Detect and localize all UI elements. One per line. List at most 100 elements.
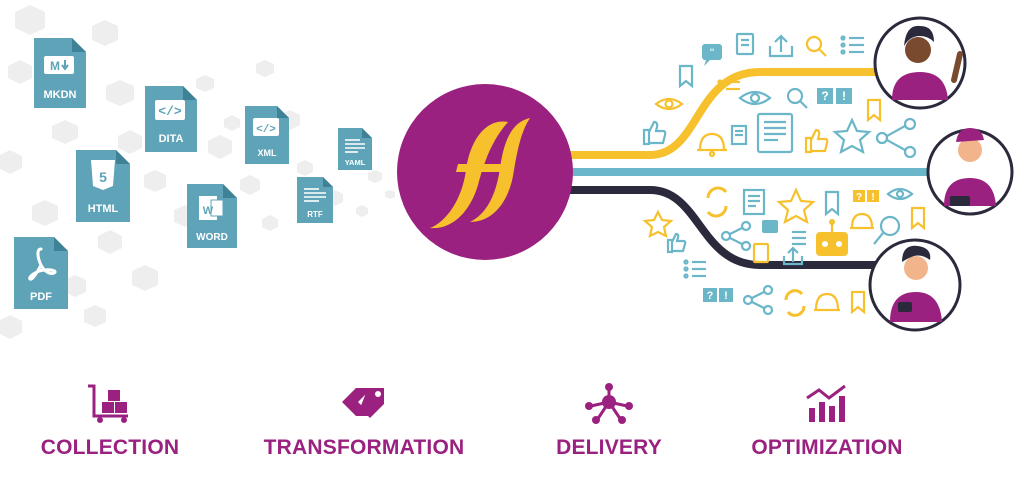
file-xml: </> XML xyxy=(245,106,289,164)
step-transformation: TRANSFORMATION xyxy=(234,378,494,460)
step-label: COLLECTION xyxy=(40,436,180,459)
file-yaml: YAML xyxy=(338,128,372,170)
svg-text:": " xyxy=(710,46,714,60)
faq-icon: ?! xyxy=(817,88,852,104)
share-upload-icon xyxy=(782,246,804,266)
flow-lines xyxy=(560,68,930,269)
user-avatar-woman xyxy=(873,16,967,110)
faq-icon: ?! xyxy=(703,288,733,302)
file-label: WORD xyxy=(196,232,228,243)
word-icon: W xyxy=(199,196,224,220)
star-icon xyxy=(776,187,816,225)
fluid-topics-logo-icon xyxy=(430,118,530,229)
share-icon xyxy=(720,220,752,252)
pdf-icon xyxy=(28,247,57,281)
list-icon xyxy=(840,35,864,55)
file-dita: </> DITA xyxy=(145,86,197,152)
svg-text:M: M xyxy=(50,59,60,73)
file-label: MKDN xyxy=(44,89,77,101)
hub xyxy=(397,84,573,260)
quote-bubble-icon: " xyxy=(702,44,722,66)
list-icon xyxy=(717,79,740,92)
refresh-icon xyxy=(784,289,806,317)
svg-text:!: ! xyxy=(842,89,846,103)
bookmark-icon xyxy=(678,64,694,89)
file-rtf: RTF xyxy=(297,177,333,223)
list-icon xyxy=(683,259,706,279)
svg-text:?: ? xyxy=(707,290,714,302)
svg-text:!: ! xyxy=(871,192,874,203)
svg-text:!: ! xyxy=(724,290,728,302)
share-icon xyxy=(875,117,917,159)
file-label: PDF xyxy=(30,291,52,303)
bookmark-icon xyxy=(910,206,926,231)
file-word: W WORD xyxy=(187,184,237,248)
svg-text:?: ? xyxy=(856,192,862,203)
search-icon xyxy=(786,87,808,109)
markdown-icon: M xyxy=(44,56,74,74)
step-label: DELIVERY xyxy=(556,436,662,459)
file-label: RTF xyxy=(307,210,323,219)
thumbs-up-icon xyxy=(642,120,667,146)
search-icon xyxy=(805,35,827,57)
file-pdf: PDF xyxy=(14,237,68,309)
user-avatar-worker xyxy=(926,128,1014,216)
eye-icon xyxy=(738,90,772,106)
file-label: XML xyxy=(258,148,278,158)
code-icon: </> xyxy=(253,118,279,136)
search-icon xyxy=(873,215,901,245)
network-icon xyxy=(479,378,739,424)
faq-icon: ?! xyxy=(853,190,879,203)
share-upload-icon xyxy=(768,34,794,58)
book-icon xyxy=(752,242,770,264)
svg-text:W: W xyxy=(203,205,214,217)
file-label: HTML xyxy=(88,203,119,215)
cart-boxes-icon xyxy=(0,378,240,424)
flow-line-navy xyxy=(560,186,880,269)
text-lines-icon xyxy=(345,139,365,153)
step-label: TRANSFORMATION xyxy=(263,436,465,459)
bar-chart-icon xyxy=(697,378,957,424)
code-icon: </> xyxy=(155,100,185,120)
quote-bubble-icon xyxy=(762,220,778,233)
step-optimization: OPTIMIZATION xyxy=(697,378,957,460)
notes-icon xyxy=(756,112,794,154)
html5-icon: 5 xyxy=(91,160,115,190)
refresh-icon xyxy=(706,186,728,218)
svg-text:?: ? xyxy=(821,89,828,103)
text-lines-icon xyxy=(304,188,326,202)
share-icon xyxy=(742,284,774,316)
bell-icon xyxy=(814,292,840,312)
thumbs-up-icon xyxy=(666,232,687,254)
bookmark-icon xyxy=(824,190,840,217)
eye-icon xyxy=(886,187,914,201)
user-avatar-man xyxy=(868,238,962,332)
content-icons: " ?! ?! ?! xyxy=(642,32,926,317)
bookmark-icon xyxy=(850,290,866,315)
star-icon xyxy=(642,209,674,239)
svg-text:</>: </> xyxy=(158,104,182,119)
bookmark-icon xyxy=(866,98,882,123)
svg-text:5: 5 xyxy=(99,169,107,185)
file-label: YAML xyxy=(345,158,366,167)
source-files: M MKDN </> DITA </> XML xyxy=(14,38,372,309)
file-mkdn: M MKDN xyxy=(34,38,86,108)
book-icon xyxy=(735,32,755,56)
flow-line-yellow xyxy=(560,68,880,159)
eye-icon xyxy=(654,97,684,111)
document-icon xyxy=(742,188,766,216)
thumbs-up-icon xyxy=(804,128,829,154)
step-label: OPTIMIZATION xyxy=(751,436,903,459)
svg-text:</>: </> xyxy=(256,124,276,136)
tags-icon xyxy=(234,378,494,424)
step-delivery: DELIVERY xyxy=(479,378,739,460)
list-icon xyxy=(792,230,806,246)
document-icon xyxy=(730,124,748,146)
robot-icon xyxy=(816,219,848,256)
file-html: 5 HTML xyxy=(76,150,130,222)
bell-icon xyxy=(697,132,727,158)
star-icon xyxy=(832,117,872,155)
step-collection: COLLECTION xyxy=(0,378,240,460)
file-label: DITA xyxy=(159,133,184,145)
